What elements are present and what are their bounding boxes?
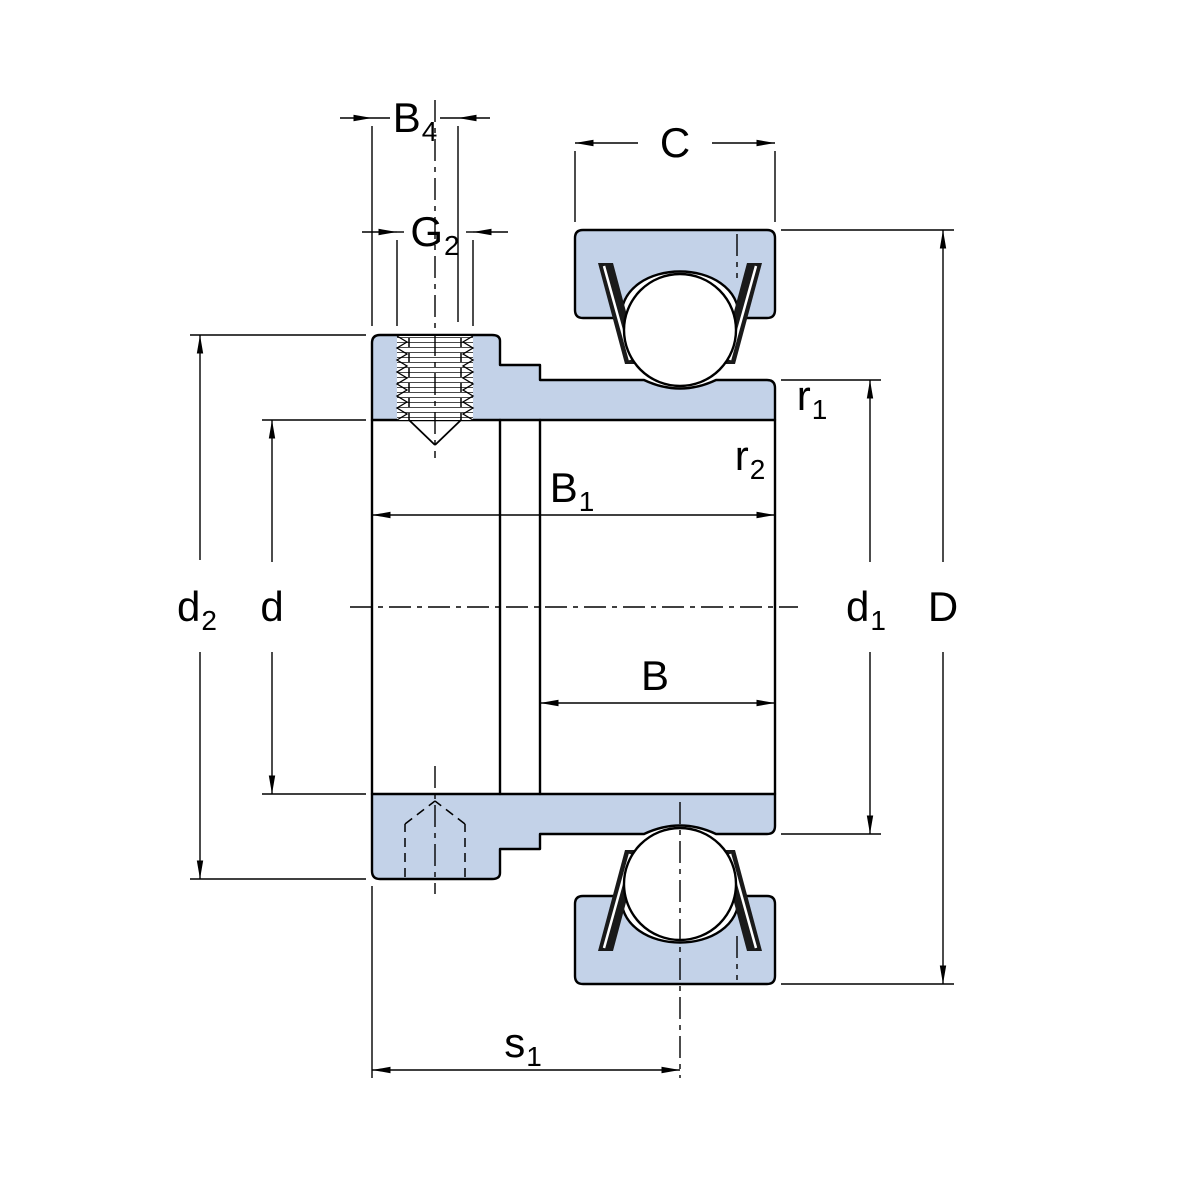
- dimension-D: D: [928, 230, 958, 984]
- thread-profile-left: [395, 335, 409, 421]
- dim-label-r1: r1: [797, 372, 828, 425]
- extension-lines: [190, 126, 954, 1078]
- dim-label-d: d: [260, 583, 283, 630]
- dimension-b1: B1: [372, 464, 775, 519]
- hidden-drill-point-right: [434, 800, 466, 825]
- dimension-b4: B4: [340, 94, 490, 147]
- outer-ring-bottom-section: [573, 894, 777, 986]
- centerlines: [350, 100, 798, 1078]
- dimension-d1: d1: [846, 380, 886, 834]
- dim-label-D: D: [928, 583, 958, 630]
- ball-top: [622, 272, 738, 388]
- dim-label-g2: G2: [410, 208, 459, 261]
- dimension-b: B: [540, 652, 775, 707]
- dim-label-s1: s1: [504, 1019, 542, 1072]
- grub-screw-bottom-hidden: [404, 800, 466, 877]
- outer-ring-top-section: [573, 228, 777, 320]
- drill-point-right: [434, 419, 462, 446]
- dimension-s1: s1: [372, 1019, 680, 1074]
- dimension-d2: d2: [177, 335, 217, 879]
- dim-label-d1: d1: [846, 583, 886, 636]
- dim-label-d2: d2: [177, 583, 217, 636]
- hidden-drill-point-left: [404, 800, 436, 825]
- inner-ring-bottom-section: [370, 792, 777, 881]
- dim-label-r2: r2: [735, 432, 766, 485]
- dimension-g2: G2: [362, 208, 508, 261]
- dim-label-b4: B4: [393, 94, 438, 147]
- dimension-c: C: [575, 119, 775, 166]
- dim-label-b: B: [641, 652, 669, 699]
- dimension-d: d: [260, 420, 284, 794]
- thread-profile-right: [461, 335, 475, 421]
- dim-label-c: C: [660, 119, 690, 166]
- drill-point-left: [408, 419, 436, 446]
- dim-label-b1: B1: [550, 464, 595, 517]
